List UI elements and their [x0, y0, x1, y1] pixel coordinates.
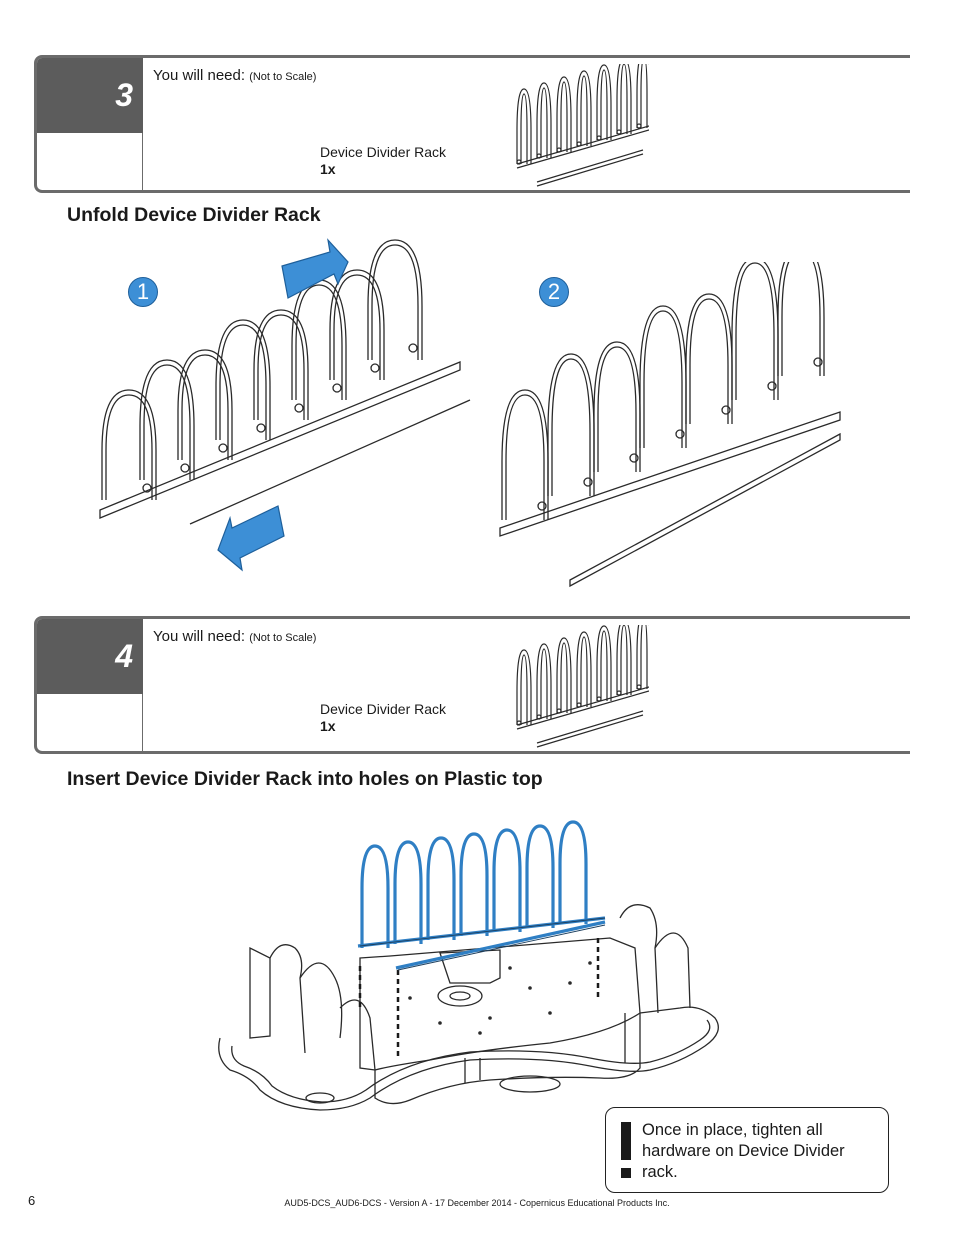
arrow-down-left-icon	[217, 505, 285, 572]
you-will-need-label: You will need:	[153, 628, 246, 645]
step-side-panel	[37, 694, 143, 751]
figure-label-1: 1	[128, 277, 158, 307]
hardware-note: Once in place, tighten all hardware on D…	[605, 1107, 889, 1193]
you-will-need-label: You will need:	[153, 67, 246, 84]
divider-rack-highlight	[357, 820, 606, 970]
page-number: 6	[28, 1193, 36, 1208]
unfold-rack-figure-2	[499, 262, 841, 588]
step-number: 3	[37, 58, 143, 133]
figure-label-2: 2	[539, 277, 569, 307]
scale-note: (Not to Scale)	[249, 632, 317, 644]
you-will-need: You will need: (Not to Scale)	[153, 67, 316, 84]
step-side-panel	[37, 133, 143, 190]
section-heading-insert: Insert Device Divider Rack into holes on…	[67, 768, 543, 790]
part-name: Device Divider Rack	[320, 701, 447, 717]
scale-note: (Not to Scale)	[249, 71, 317, 83]
step-4-box: 4 You will need: (Not to Scale) Device D…	[34, 616, 910, 754]
unfold-rack-figure-1	[99, 238, 471, 572]
part-quantity: 1x	[320, 718, 336, 734]
part-name: Device Divider Rack	[320, 144, 447, 160]
footer-doc-info: AUD5-DCS_AUD6-DCS - Version A - 17 Decem…	[284, 1198, 670, 1208]
assembly-figure	[218, 820, 719, 1111]
note-text: Once in place, tighten all hardware on D…	[642, 1121, 845, 1181]
step-3-box: 3 You will need: (Not to Scale) Device D…	[34, 55, 910, 193]
part-label: Device Divider Rack 1x	[320, 701, 446, 735]
divider-rack-thumbnail	[516, 625, 649, 748]
section-heading-unfold: Unfold Device Divider Rack	[67, 204, 321, 226]
plastic-top-base	[218, 904, 719, 1111]
you-will-need: You will need: (Not to Scale)	[153, 628, 316, 645]
mounting-holes	[408, 961, 592, 1035]
divider-rack-inner	[359, 917, 606, 971]
step-number: 4	[37, 619, 143, 694]
exclamation-icon	[621, 1122, 631, 1178]
arrow-up-right-icon	[281, 238, 349, 299]
alignment-lines	[358, 938, 600, 1056]
divider-rack-thumbnail	[516, 64, 649, 187]
part-label: Device Divider Rack 1x	[320, 144, 446, 178]
part-quantity: 1x	[320, 161, 336, 177]
